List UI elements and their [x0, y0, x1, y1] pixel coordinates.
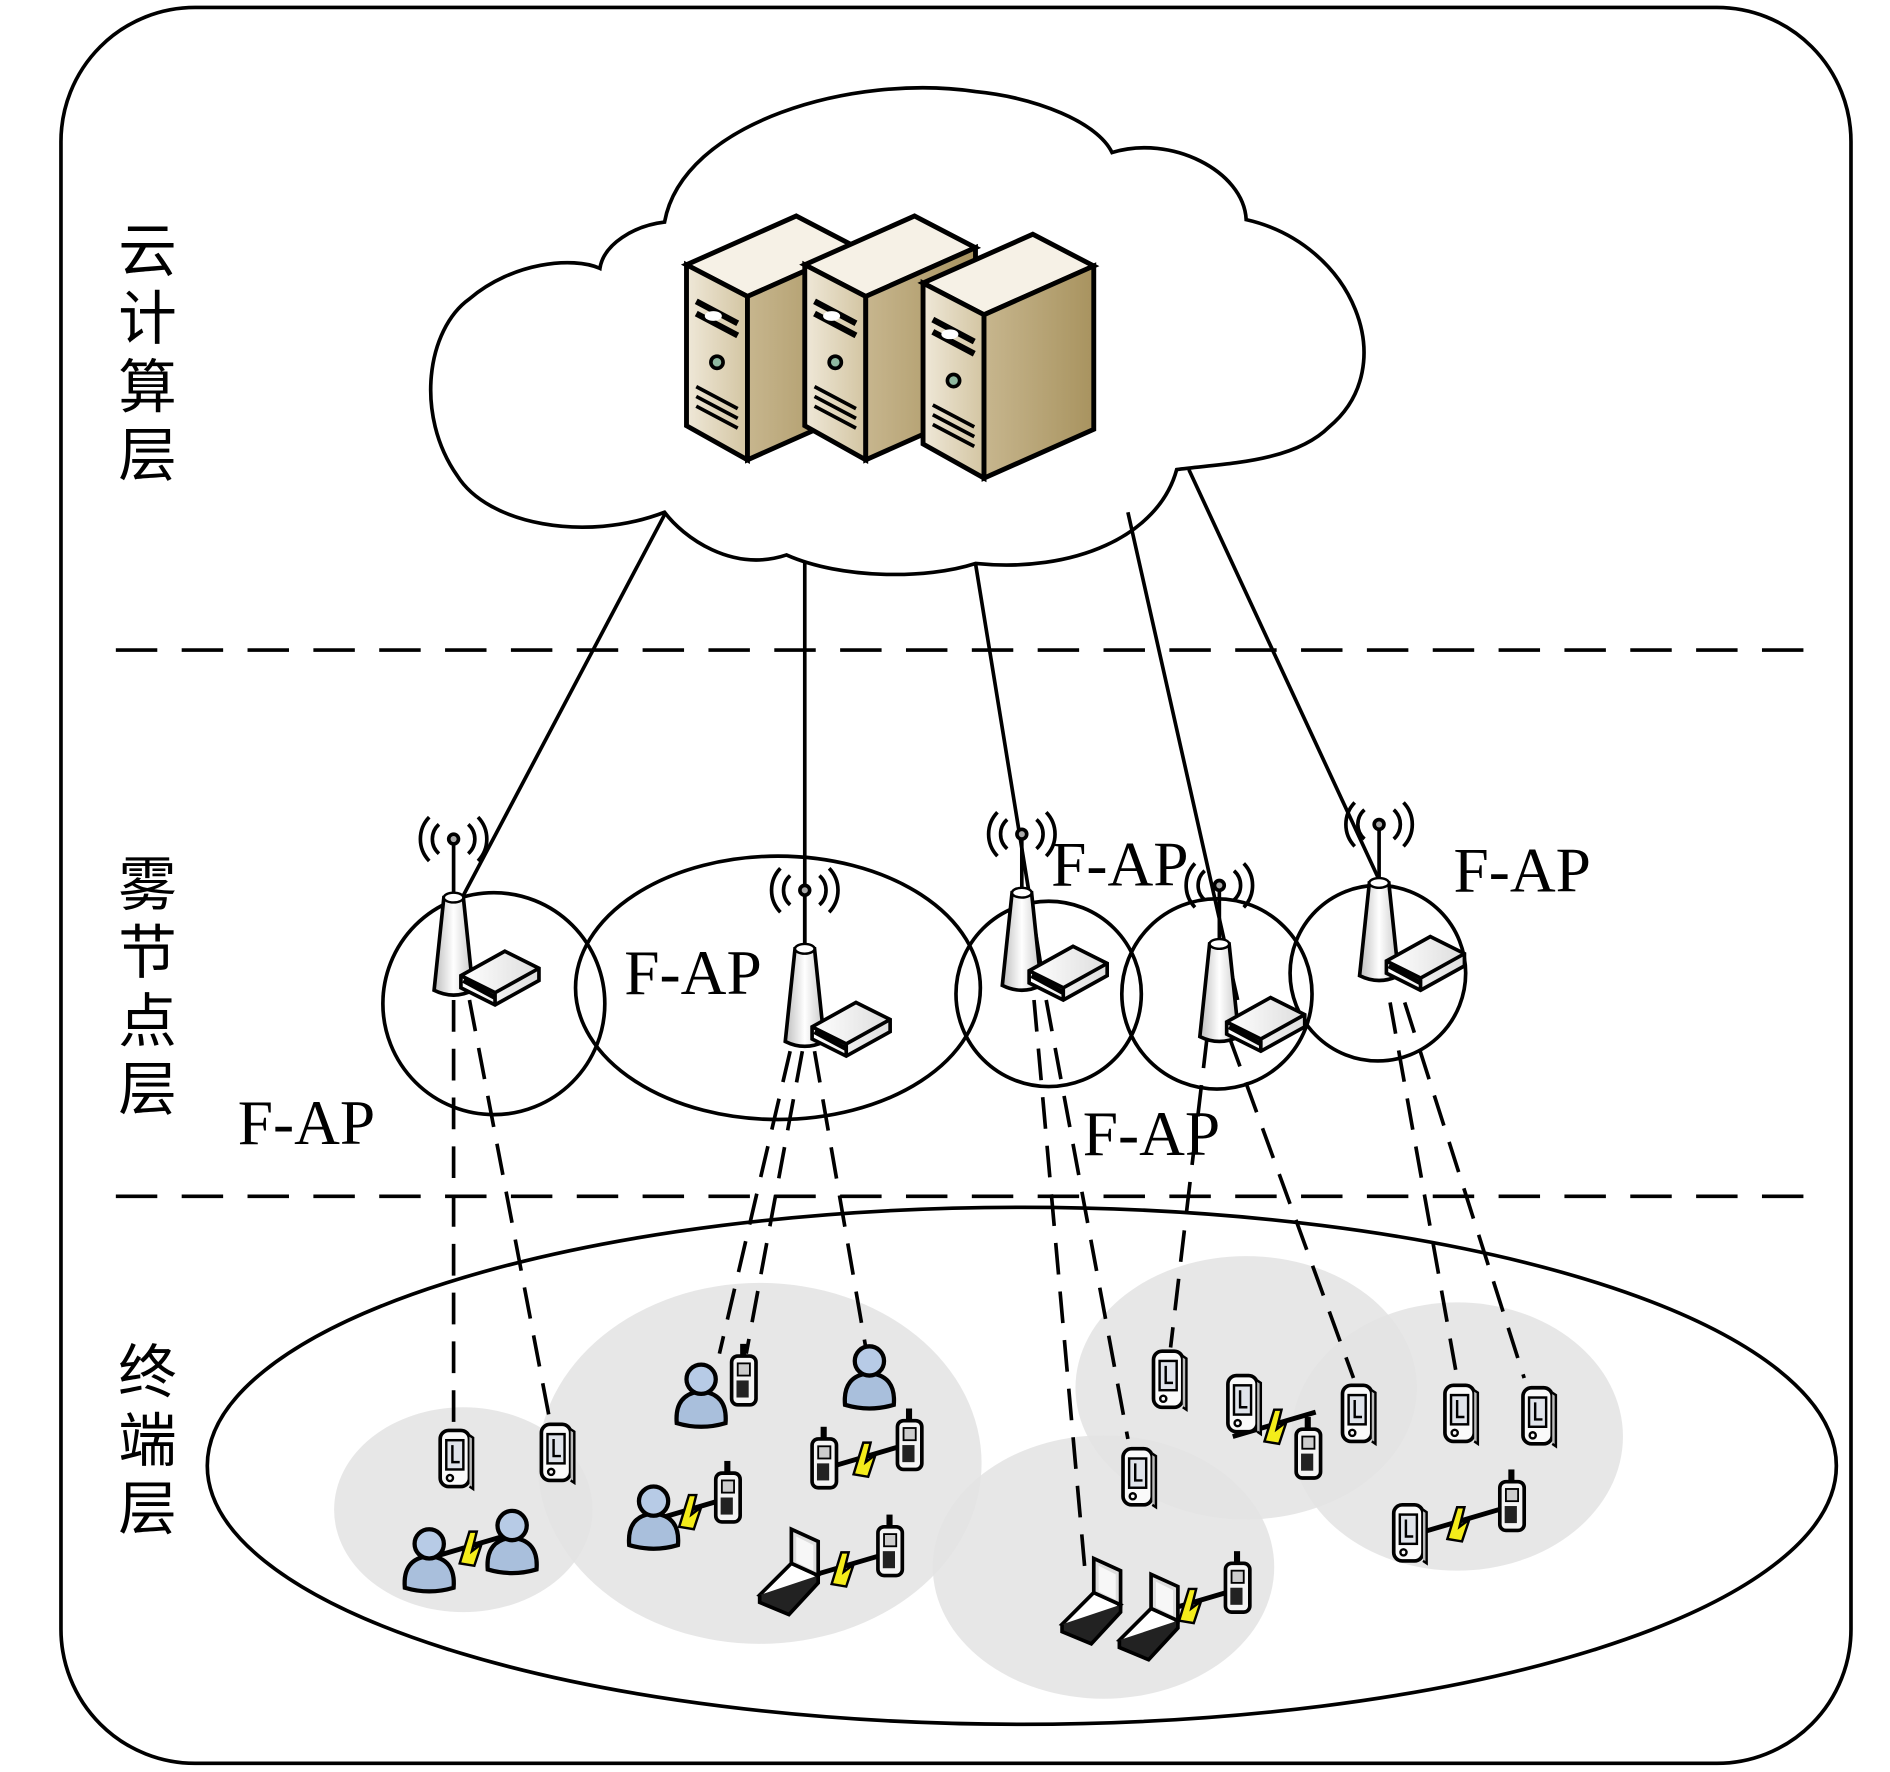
fap-label-2: F-AP	[624, 938, 761, 1008]
fap-coverage-1	[381, 890, 607, 1117]
fap-coverage-3	[954, 899, 1144, 1089]
phone-icon	[1226, 1373, 1263, 1436]
layer-label-terminal: 终 端 层	[118, 1339, 195, 1544]
phone-icon	[1340, 1383, 1378, 1446]
fap-coverage-2	[573, 854, 983, 1122]
phone-icon	[1121, 1446, 1158, 1510]
phone-icon	[1443, 1383, 1480, 1446]
wireless-links	[451, 999, 1526, 1574]
fap-label-4: F-AP	[1083, 1099, 1220, 1169]
fap-label-5: F-AP	[1453, 835, 1590, 905]
phone-icon	[438, 1428, 475, 1491]
phone-icon	[1521, 1385, 1558, 1449]
fap-coverage-4	[1119, 896, 1314, 1091]
cloud-servers	[686, 216, 1093, 478]
fap-label-3: F-AP	[1051, 829, 1188, 899]
layer-label-cloud: 云 计 算 层	[118, 217, 195, 490]
phone-icon	[1151, 1349, 1189, 1412]
terminal-area	[205, 1205, 1839, 1727]
phone-icon	[1391, 1502, 1429, 1566]
fap-label-1: F-AP	[238, 1088, 375, 1158]
server-icon	[923, 234, 1094, 478]
phone-icon	[539, 1422, 577, 1485]
layer-label-fog: 雾 节 点 层	[118, 851, 195, 1124]
